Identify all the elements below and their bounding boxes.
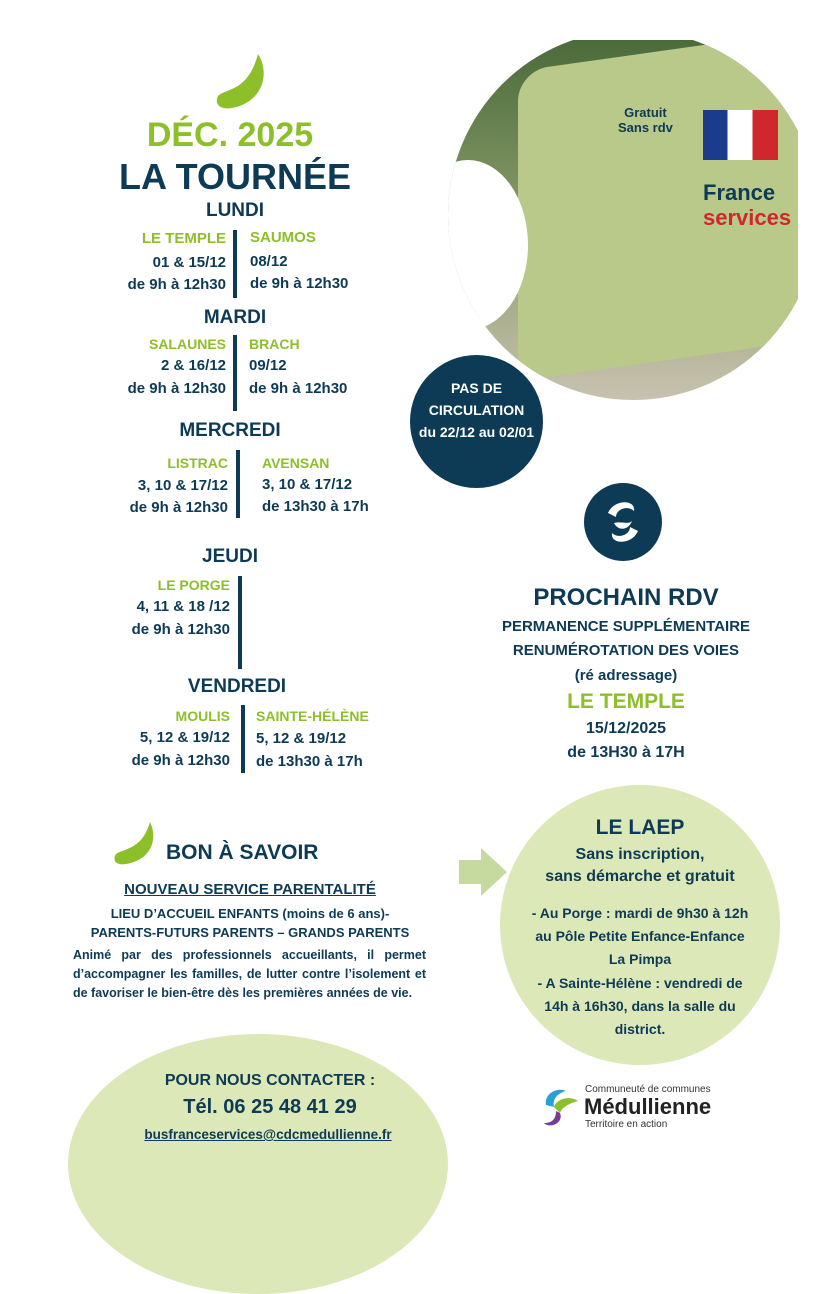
dates: 09/12 — [249, 357, 287, 374]
info-line: LIEU D’ACCUEIL ENFANTS (moins de 6 ans)- — [110, 906, 390, 921]
day-mercredi: MERCREDI — [179, 420, 281, 441]
dates: 3, 10 & 17/12 — [262, 476, 353, 493]
dates: 5, 12 & 19/12 — [139, 729, 230, 746]
place: SAUMOS — [250, 229, 316, 246]
info-line: PARENTS-FUTURS PARENTS – GRANDS PARENTS — [90, 925, 410, 940]
laep-sub: sans démarche et gratuit — [545, 868, 735, 885]
place: LE PORGE — [157, 577, 230, 593]
medullienne-logo-icon — [544, 1089, 578, 1126]
arrow-right-icon — [459, 848, 507, 896]
rdv-date: 15/12/2025 — [585, 720, 667, 737]
hours: de 9h à 12h30 — [127, 276, 226, 293]
hours: de 13h30 à 17h — [256, 753, 363, 770]
logo-name: Médullienne — [584, 1094, 712, 1119]
laep-line: - A Sainte-Hélène : vendredi de — [537, 975, 743, 991]
laep-line: 14h à 16h30, dans la salle du — [544, 998, 736, 1014]
laep-sub: Sans inscription, — [575, 846, 705, 863]
contact-phone[interactable]: Tél. 06 25 48 41 29 — [183, 1096, 357, 1118]
day-lundi: LUNDI — [205, 200, 265, 221]
info-subtitle: NOUVEAU SERVICE PARENTALITÉ — [124, 881, 376, 898]
hours: de 9h à 12h30 — [249, 380, 348, 397]
place: SAINTE-HÉLÈNE — [256, 708, 369, 724]
hours: de 9h à 12h30 — [127, 380, 226, 397]
place: LE TEMPLE — [141, 230, 226, 247]
place: MOULIS — [175, 708, 230, 724]
dates: 2 & 16/12 — [160, 357, 226, 374]
place: BRACH — [249, 336, 300, 352]
crescent-icon — [114, 822, 154, 865]
logo-caption: Communeuté de communes — [585, 1084, 711, 1095]
crescent-logo-icon — [216, 54, 264, 109]
day-jeudi: JEUDI — [202, 546, 258, 567]
day-mardi: MARDI — [203, 307, 267, 328]
laep-line: - Au Porge : mardi de 9h30 à 12h — [531, 905, 749, 921]
hours: de 9h à 12h30 — [131, 621, 230, 638]
place: AVENSAN — [262, 455, 330, 471]
laep-line: au Pôle Petite Enfance-Enfance — [535, 928, 745, 944]
contact-email-link[interactable]: busfranceservices@cdcmedullienne.fr — [144, 1127, 392, 1142]
logo-tagline: Territoire en action — [585, 1119, 668, 1130]
hours: de 9h à 12h30 — [129, 499, 228, 516]
info-title: BON À SAVOIR — [166, 841, 319, 864]
rdv-title: PROCHAIN RDV — [533, 584, 719, 611]
france-flag-icon — [703, 110, 778, 160]
place: SALAUNES — [148, 336, 226, 352]
rdv-hours: de 13H30 à 17H — [567, 744, 685, 761]
rdv-line: PERMANENCE SUPPLÉMENTAIRE — [501, 618, 751, 635]
laep-circle — [500, 785, 780, 1065]
hours: de 9h à 12h30 — [250, 275, 349, 292]
laep-line: La Pimpa — [608, 951, 672, 967]
dates: 01 & 15/12 — [152, 254, 226, 271]
dates: 08/12 — [250, 253, 288, 270]
hours: de 13h30 à 17h — [262, 498, 369, 515]
rdv-place: LE TEMPLE — [567, 690, 685, 713]
contact-title: POUR NOUS CONTACTER : — [164, 1072, 376, 1089]
dates: 5, 12 & 19/12 — [256, 730, 347, 747]
laep-title: LE LAEP — [595, 816, 685, 839]
info-body: Animé par des professionnels accueillant… — [73, 948, 426, 1000]
page-title: LA TOURNÉE — [118, 156, 351, 197]
day-vendredi: VENDREDI — [187, 676, 287, 697]
dates: 3, 10 & 17/12 — [137, 477, 228, 494]
swirl-logo-icon — [584, 483, 662, 561]
place: LISTRAC — [167, 455, 228, 471]
dates: 4, 11 & 18 /12 — [136, 598, 230, 615]
rdv-line: (ré adressage) — [574, 667, 678, 684]
hours: de 9h à 12h30 — [131, 752, 230, 769]
month-heading: DÉC. 2025 — [146, 116, 314, 154]
rdv-line: RENUMÉROTATION DES VOIES — [512, 642, 740, 659]
laep-line: district. — [614, 1021, 666, 1037]
